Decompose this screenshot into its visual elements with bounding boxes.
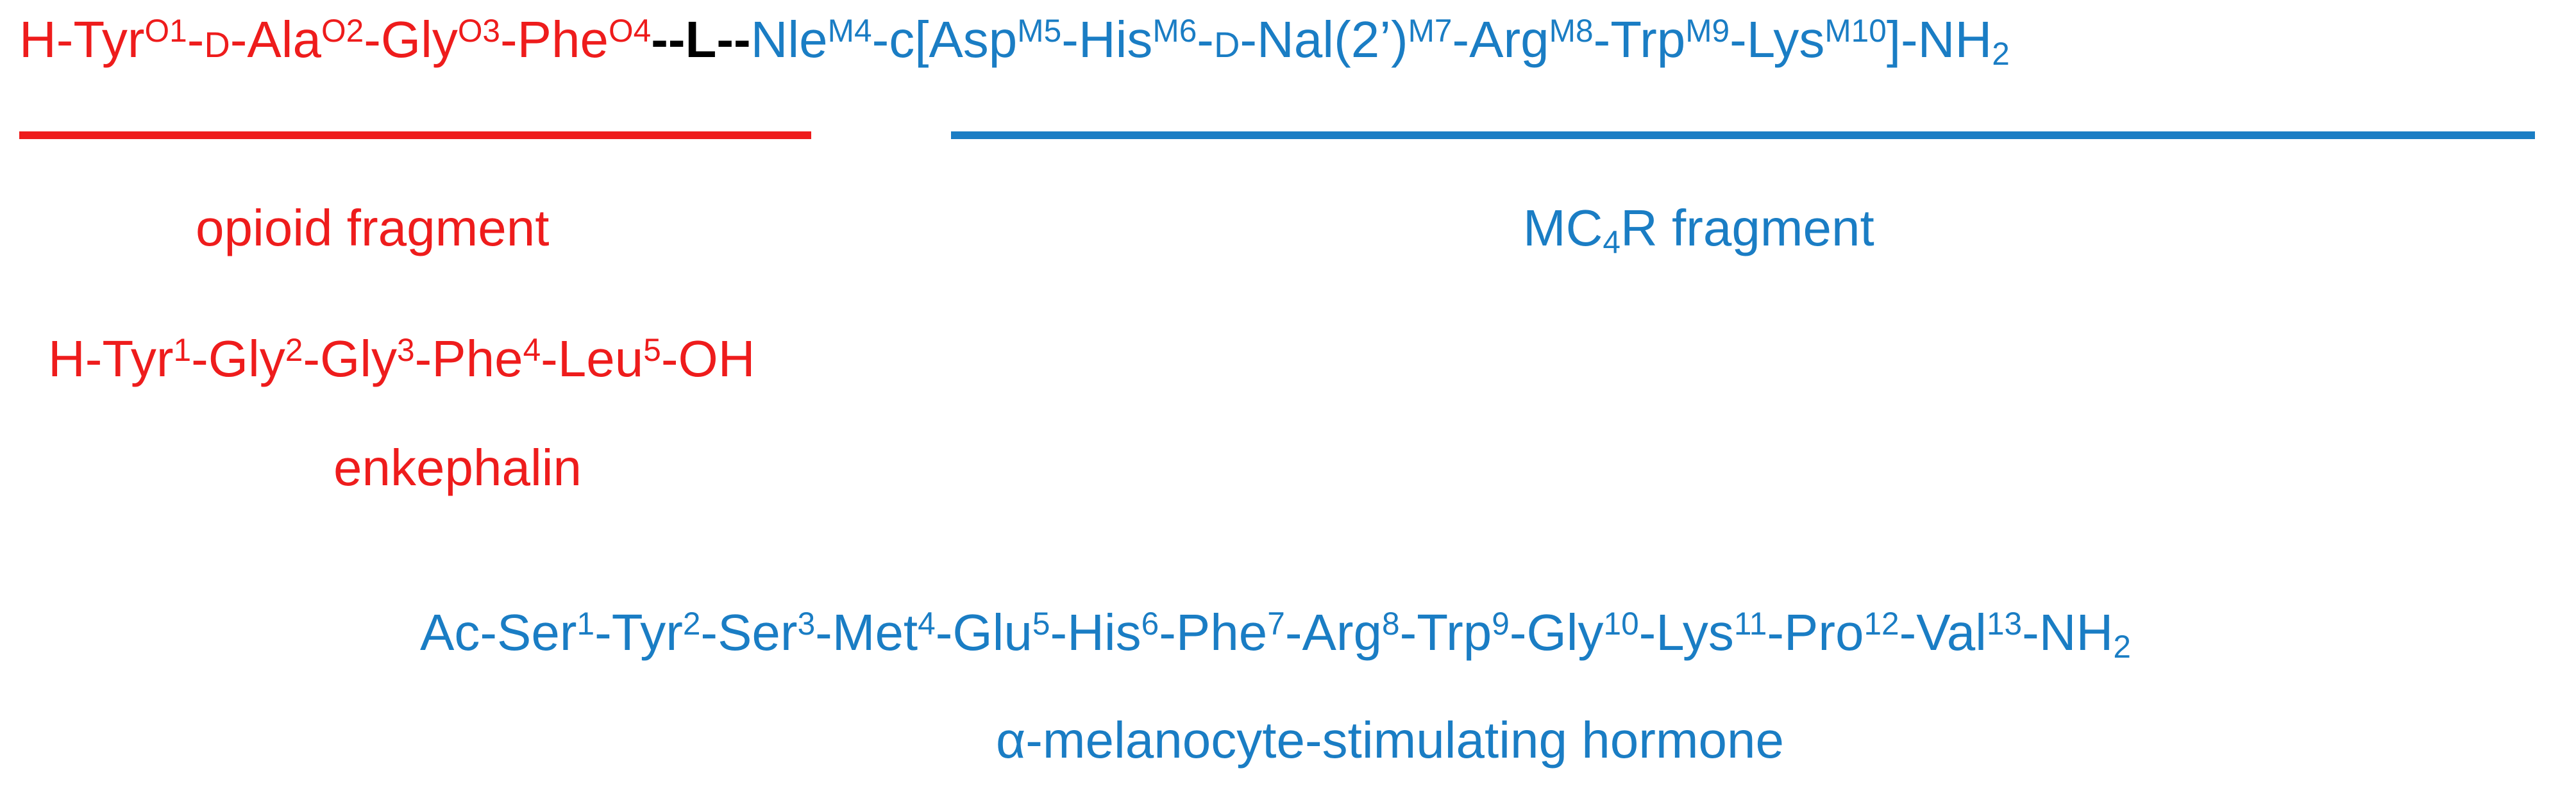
residue-text: -Ala: [230, 11, 322, 68]
superscript: M10: [1824, 13, 1887, 49]
residue-text: -Gly: [1509, 604, 1604, 661]
superscript: 9: [1492, 606, 1510, 642]
residue-text: R fragment: [1621, 199, 1874, 256]
residue-text: -Pro: [1767, 604, 1864, 661]
superscript: 2: [682, 606, 701, 642]
residue-text: -Lys: [1730, 11, 1825, 68]
residue-text: -Met: [815, 604, 918, 661]
residue-text: ]-NH: [1886, 11, 1992, 68]
residue-text: -Trp: [1399, 604, 1492, 661]
superscript: M4: [827, 13, 872, 49]
superscript: 5: [643, 332, 661, 369]
residue-text: -Ser: [700, 604, 798, 661]
superscript: 8: [1381, 606, 1400, 642]
residue-text: -Phe: [500, 11, 609, 68]
residue-text: -Phe: [414, 330, 523, 387]
opioid-sequence: H-TyrO1-D-AlaO2-GlyO3-PheO4: [19, 11, 651, 68]
superscript: 2: [285, 332, 303, 369]
superscript: O3: [457, 13, 501, 49]
residue-text: -Tyr: [594, 604, 683, 661]
opioid-fragment-label: opioid fragment: [196, 199, 550, 256]
subscript: 4: [1603, 224, 1621, 261]
superscript: 7: [1267, 606, 1285, 642]
superscript: 3: [396, 332, 415, 369]
superscript: 3: [797, 606, 816, 642]
superscript: 10: [1603, 606, 1639, 642]
residue-text: -Gly: [191, 330, 285, 387]
superscript: M6: [1152, 13, 1197, 49]
stereo-prefix: D: [1213, 11, 1240, 68]
residue-text: -Nal(2’): [1240, 11, 1408, 68]
superscript: 13: [1986, 606, 2023, 642]
residue-text: -Trp: [1593, 11, 1686, 68]
stereo-prefix: D: [204, 11, 230, 68]
linker: --L--: [651, 11, 751, 68]
superscript: O2: [321, 13, 364, 49]
superscript: 5: [1032, 606, 1050, 642]
superscript: M8: [1549, 13, 1594, 49]
residue-text: -c[Asp: [871, 11, 1018, 68]
superscript: O4: [609, 13, 652, 49]
residue-text: -Arg: [1284, 604, 1382, 661]
residue-text: H-Tyr: [19, 11, 145, 68]
alpha-msh-name: α-melanocyte-stimulating hormone: [996, 711, 1784, 769]
residue-text: -NH: [2022, 604, 2114, 661]
superscript: 6: [1141, 606, 1159, 642]
mc4r-underline: [951, 131, 2535, 139]
residue-text: -Val: [1899, 604, 1987, 661]
superscript: 1: [577, 606, 595, 642]
superscript: M7: [1408, 13, 1452, 49]
superscript: 4: [918, 606, 936, 642]
residue-text: -Phe: [1159, 604, 1268, 661]
superscript: M5: [1017, 13, 1062, 49]
alpha-msh-sequence: Ac-Ser1-Tyr2-Ser3-Met4-Glu5-His6-Phe7-Ar…: [420, 604, 2131, 663]
residue-text: -Lys: [1638, 604, 1734, 661]
hybrid-sequence: H-TyrO1-D-AlaO2-GlyO3-PheO4--L--NleM4-c[…: [19, 11, 2010, 71]
residue-text: Ac-Ser: [420, 604, 577, 661]
superscript: 12: [1864, 606, 1899, 642]
residue-text: -Leu: [541, 330, 644, 387]
superscript: 11: [1733, 606, 1767, 642]
residue-text: -Gly: [303, 330, 397, 387]
residue-text: Nle: [750, 11, 828, 68]
residue-text: -His: [1050, 604, 1141, 661]
residue-text: -: [187, 11, 205, 68]
residue-text: H-Tyr: [48, 330, 174, 387]
residue-text: -OH: [661, 330, 755, 387]
superscript: M9: [1685, 13, 1730, 49]
enkephalin-sequence: H-Tyr1-Gly2-Gly3-Phe4-Leu5-OH: [48, 333, 755, 385]
enkephalin-name: enkephalin: [333, 439, 582, 496]
superscript: O1: [144, 13, 187, 49]
residue-text: MC: [1523, 199, 1603, 256]
superscript: 4: [523, 332, 541, 369]
subscript: 2: [1992, 36, 2010, 72]
residue-text: -Gly: [364, 11, 458, 68]
residue-text: -Arg: [1452, 11, 1549, 68]
subscript: 2: [2113, 629, 2131, 665]
mc4r-fragment-label: MC4R fragment: [1523, 203, 1874, 259]
residue-text: -: [1197, 11, 1214, 68]
superscript: 1: [173, 332, 192, 369]
mc4r-sequence: NleM4-c[AspM5-HisM6-D-Nal(2’)M7-ArgM8-Tr…: [750, 11, 2010, 71]
residue-text: -Glu: [935, 604, 1032, 661]
opioid-underline: [19, 131, 811, 139]
residue-text: -His: [1061, 11, 1153, 68]
